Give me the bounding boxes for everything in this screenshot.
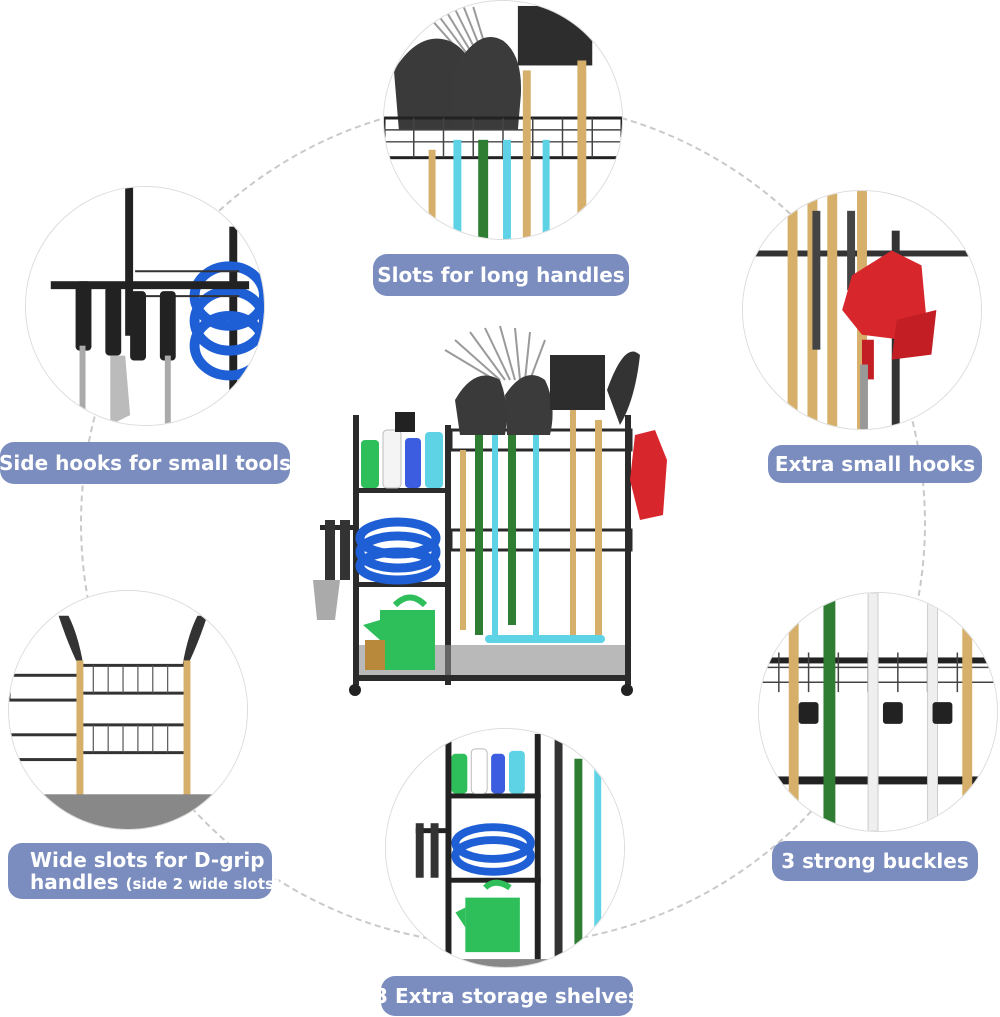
callout-side-hooks-text: Side hooks for small tools: [0, 451, 291, 475]
detail-long-handles-image: [383, 0, 623, 240]
callout-long-handles: Slots for long handles: [373, 254, 629, 296]
detail-dgrip-slots-image: [8, 590, 248, 830]
detail-buckles-image: [758, 592, 998, 832]
callout-dgrip-slots: Wide slots for D-grip handles (side 2 wi…: [8, 843, 281, 899]
detail-storage-shelves-image: [385, 728, 625, 968]
detail-side-hooks-image: [25, 186, 265, 426]
callout-storage-shelves: 3 Extra storage shelves: [374, 976, 640, 1016]
callout-dgrip-line2: handles: [30, 870, 119, 894]
callout-long-handles-text: Slots for long handles: [377, 263, 625, 287]
callout-small-hooks-text: Extra small hooks: [774, 452, 976, 476]
callout-dgrip-note: (side 2 wide slots): [125, 875, 281, 893]
callout-side-hooks: Side hooks for small tools: [0, 442, 291, 484]
callout-small-hooks: Extra small hooks: [768, 445, 982, 483]
detail-small-hooks-image: [742, 190, 982, 430]
callout-buckles: 3 strong buckles: [772, 841, 978, 881]
callout-buckles-text: 3 strong buckles: [781, 849, 969, 873]
product-rack-image: [295, 320, 695, 710]
callout-dgrip-line1: Wide slots for D-grip: [30, 848, 265, 872]
callout-storage-shelves-text: 3 Extra storage shelves: [374, 984, 640, 1008]
